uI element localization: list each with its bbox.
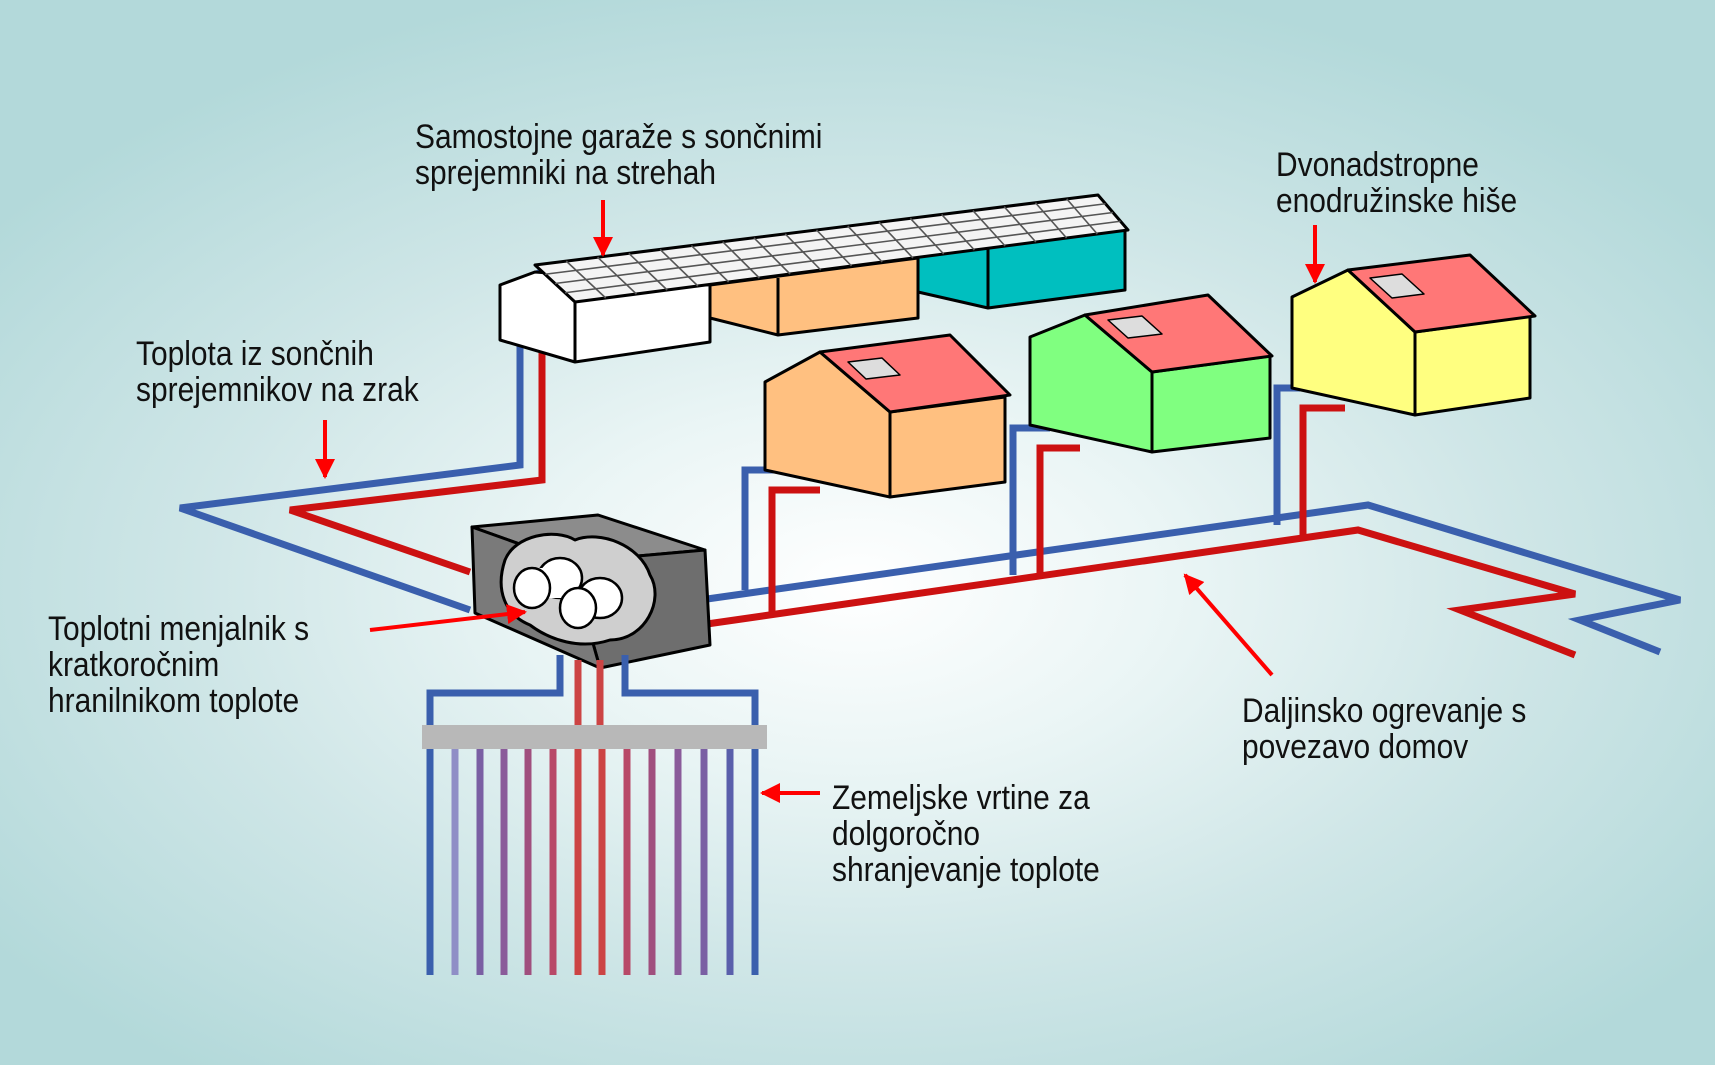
house-green [1028, 293, 1274, 454]
label-arrows [315, 200, 1325, 803]
borehole-manifold [422, 725, 767, 749]
label-garages: Samostojne garaže s sončnimi sprejemniki… [415, 118, 823, 192]
arrow-exchanger [369, 604, 527, 632]
solar-roof-grid [544, 198, 1121, 299]
label-houses: Dvonadstropne enodružinske hiše [1276, 146, 1518, 220]
label-exchanger: Toplotni menjalnik s kratkoročnim hranil… [48, 610, 310, 720]
heat-exchanger [470, 513, 712, 670]
label-boreholes: Zemeljske vrtine za dolgoročno shranjeva… [832, 779, 1100, 889]
label-solar-air: Toplota iz sončnih sprejemnikov na zrak [136, 335, 419, 409]
district-hot-pipe [699, 404, 1577, 659]
house-yellow [1290, 253, 1537, 417]
arrow-district [1183, 573, 1274, 677]
borehole-field [426, 745, 759, 975]
label-district: Daljinsko ogrevanje s povezavo domov [1242, 692, 1527, 766]
house-orange [763, 333, 1012, 499]
borehole-feed-pipes [426, 655, 759, 725]
